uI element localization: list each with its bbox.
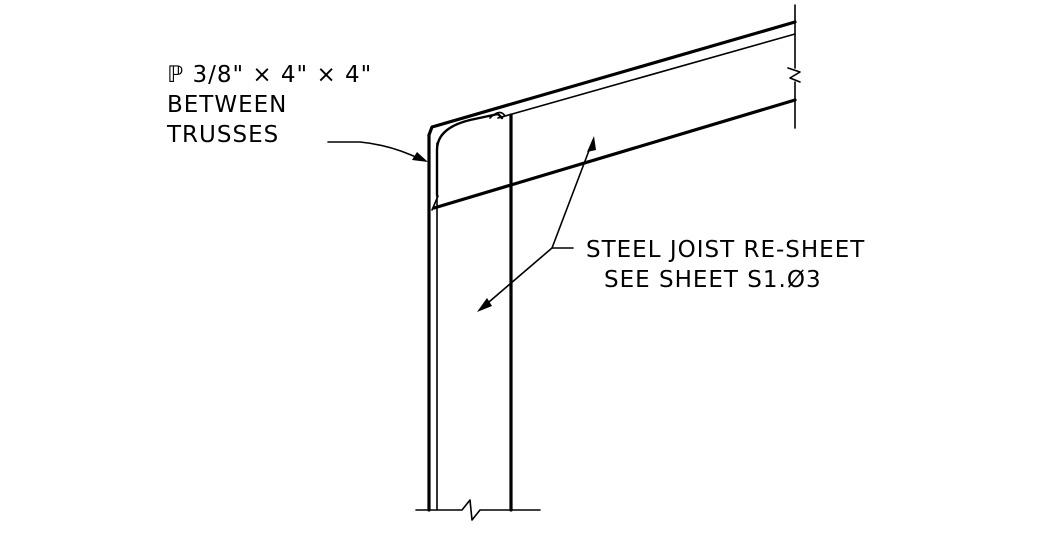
joist-top-line [427, 20, 797, 137]
joist-callout: STEEL JOIST RE-SHEET SEE SHEET S1.Ø3 [586, 237, 865, 293]
plate-callout-line3: TRUSSES [166, 122, 279, 148]
plate-callout-line1: ℙ 3/8" × 4" × 4" [167, 62, 372, 88]
joist-callout-line1: STEEL JOIST RE-SHEET [586, 237, 865, 263]
column-break-line [415, 499, 541, 521]
plate-leader [327, 141, 428, 162]
plate-leader-arrowhead [412, 152, 428, 162]
joist-top-chord [427, 20, 797, 197]
joist-leader-arrowhead-up [587, 136, 596, 152]
joist-bottom-chord [432, 98, 797, 210]
joist-top-inner-line [497, 33, 796, 119]
column-outline [427, 113, 513, 512]
plate-corner [435, 112, 504, 197]
joist-break-line [787, 4, 801, 129]
plate-corner-tab [489, 111, 506, 119]
plate-callout: ℙ 3/8" × 4" × 4" BETWEEN TRUSSES [166, 62, 372, 148]
plate-bottom-tick [431, 195, 439, 211]
joist-leader-arrowhead-down [477, 298, 492, 312]
plate-callout-line2: BETWEEN [167, 92, 287, 118]
joist-leaders [477, 136, 596, 312]
joist-callout-line2: SEE SHEET S1.Ø3 [604, 267, 822, 293]
